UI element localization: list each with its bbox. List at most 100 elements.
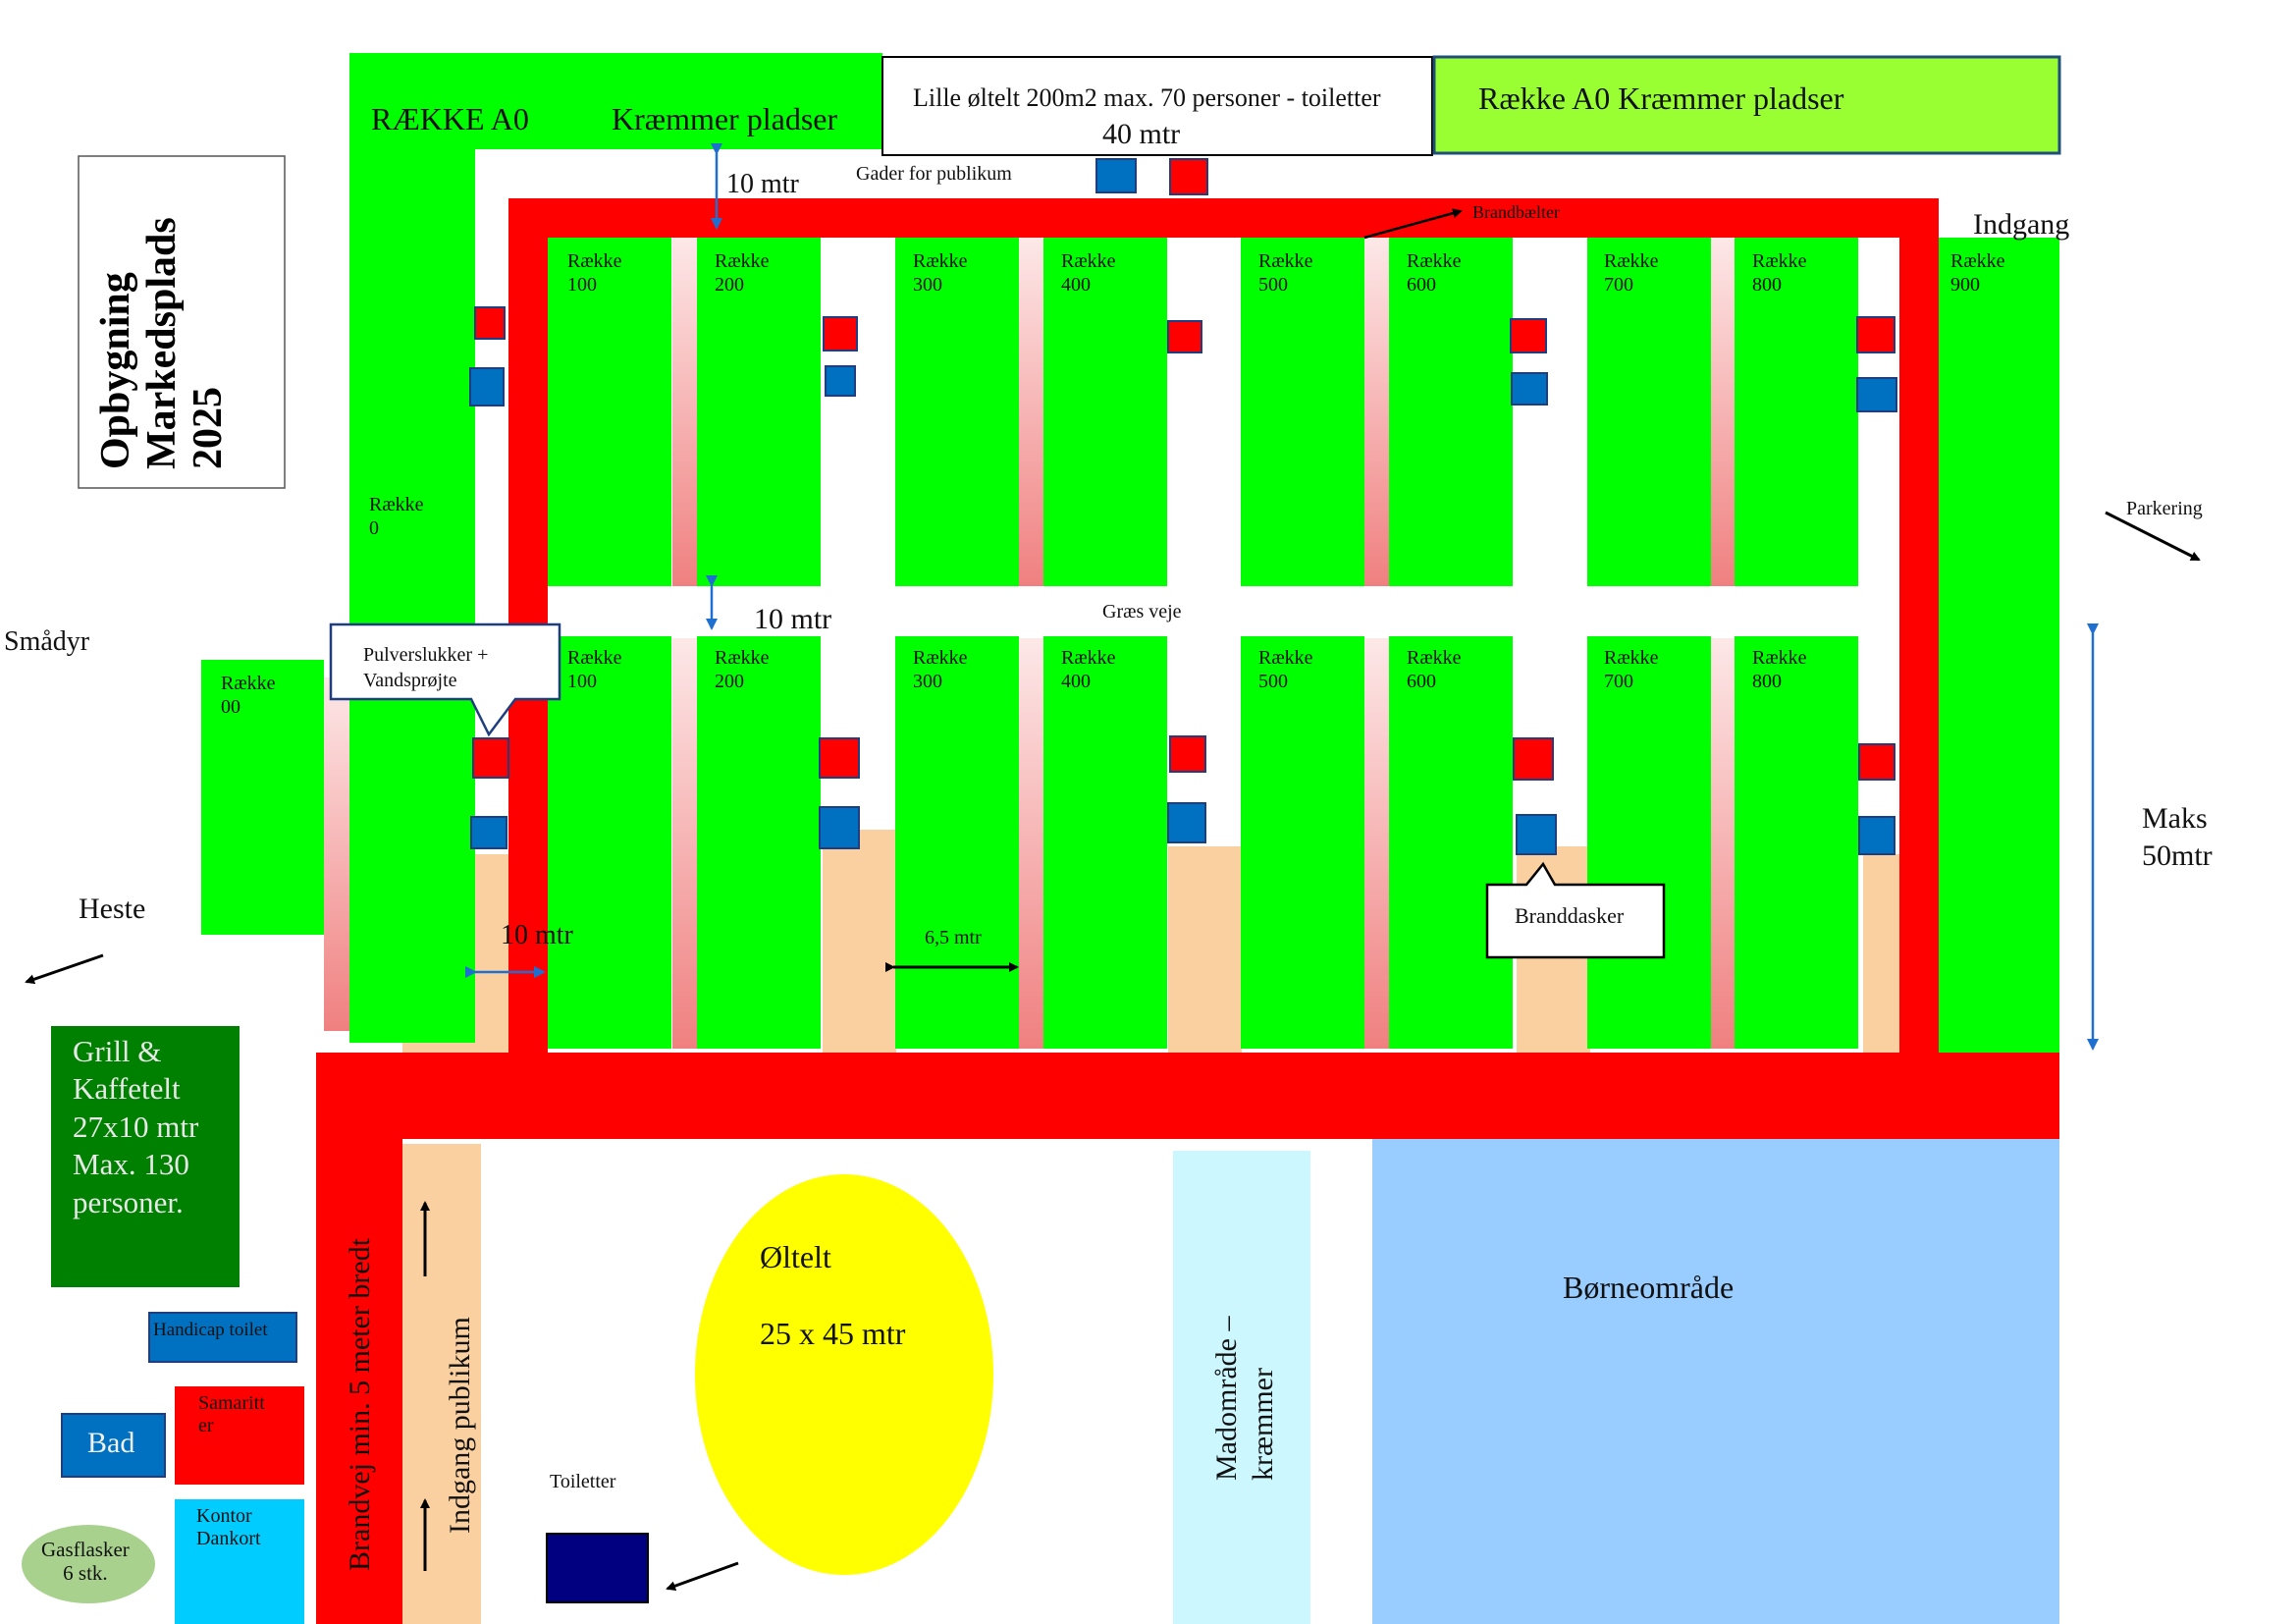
grill-label: Grill & Kaffetelt 27x10 mtr Max. 130 per… <box>73 1034 199 1219</box>
a0-kraemmer-label: Række A0 Kræmmer pladser <box>1478 81 1844 116</box>
pulverslukker-callout <box>329 623 561 737</box>
blue-marker <box>1095 158 1137 193</box>
branddasker-callout <box>1485 861 1666 959</box>
raekke-a0-label: RÆKKE A0 <box>371 101 529 136</box>
maks-label: Maks <box>2142 802 2208 835</box>
blue-marker <box>1516 814 1557 855</box>
stall-bottom-100 <box>548 636 671 1049</box>
red-marker <box>823 316 858 352</box>
title-line-3: 2025 <box>186 387 232 469</box>
indgang-publikum-label: Indgang publikum <box>444 1317 476 1534</box>
grill-box <box>51 1026 240 1287</box>
pink-aisle <box>1019 638 1043 1049</box>
blue-marker <box>1858 816 1896 855</box>
row-label-0: Række 0 <box>369 494 424 539</box>
red-marker <box>1856 316 1896 353</box>
blue-marker <box>819 806 860 849</box>
brandbaelter-arrow <box>1363 208 1463 240</box>
brandbaelter-label: Brandbælter <box>1472 202 1560 222</box>
row-label-top-700: Række 700 <box>1604 250 1659 296</box>
madomraade-box <box>1173 1151 1310 1624</box>
forty-mtr-label: 40 mtr <box>1102 118 1181 150</box>
stall-bottom-200 <box>697 636 821 1049</box>
title-line-2: Markedsplads <box>139 217 186 469</box>
heste-label: Heste <box>79 893 146 925</box>
toilet-box <box>546 1533 649 1603</box>
title-line-1: Opbygning <box>93 272 138 469</box>
stall-bottom-300 <box>895 636 1019 1049</box>
row-label-bottom-800: Række 800 <box>1752 647 1807 692</box>
row-label-top-600: Række 600 <box>1407 250 1462 296</box>
pulverslukker-label: Pulverslukker + <box>363 644 489 666</box>
blue-marker <box>469 367 505 406</box>
handicap-box <box>148 1312 297 1363</box>
row-label-top-500: Række 500 <box>1258 250 1313 296</box>
peach-path-5 <box>1863 854 1904 1060</box>
pink-aisle <box>672 238 697 586</box>
blue-marker <box>825 365 856 397</box>
borneomraade-label: Børneområde <box>1563 1270 1735 1305</box>
toilet-arrow <box>666 1561 739 1591</box>
blue-marker <box>1856 377 1897 412</box>
stall-top-200 <box>697 238 821 586</box>
raekke-a0-left <box>349 53 475 1043</box>
row-label-900: Række 900 <box>1950 250 2005 296</box>
kontor-box <box>175 1499 304 1624</box>
ten-mtr-mid-label: 10 mtr <box>754 603 832 635</box>
gader-label: Gader for publikum <box>856 163 1012 185</box>
lille-oltelt-label: Lille øltelt 200m2 max. 70 personer - to… <box>913 83 1381 112</box>
row-label-bottom-300: Række 300 <box>913 647 968 692</box>
pink-aisle <box>672 638 697 1049</box>
raekke-00-block <box>201 660 324 935</box>
fifty-mtr-label: 50mtr <box>2142 839 2213 872</box>
row-label-top-100: Række 100 <box>567 250 622 296</box>
title-box <box>78 155 286 489</box>
fire-lane-west <box>316 1053 402 1624</box>
row-label-bottom-600: Række 600 <box>1407 647 1462 692</box>
stall-bottom-400 <box>1043 636 1167 1049</box>
graes-veje-label: Græs veje <box>1102 601 1182 623</box>
row-label-top-400: Række 400 <box>1061 250 1116 296</box>
bad-label: Bad <box>87 1427 135 1459</box>
handicap-label: Handicap toilet <box>153 1320 268 1340</box>
blue-marker <box>470 816 507 849</box>
borneomraade-box <box>1372 1139 2059 1624</box>
smaadyr-label: Smådyr <box>4 626 90 657</box>
madomraade-label: Madområde – kræmmer <box>1209 1317 1281 1481</box>
brandvej-label: Brandvej min. 5 meter bredt <box>344 1237 376 1571</box>
oltelt-size-label: 25 x 45 mtr <box>760 1316 906 1351</box>
heste-arrow <box>25 953 104 985</box>
fire-lane-bottom <box>316 1053 2059 1139</box>
stall-top-400 <box>1043 238 1167 586</box>
red-marker <box>472 737 509 779</box>
kraemmer-pladser-label: Kræmmer pladser <box>612 101 838 136</box>
stall-top-800 <box>1735 238 1858 586</box>
stall-900 <box>1939 238 2059 1053</box>
stall-top-600 <box>1389 238 1513 586</box>
red-marker <box>1510 318 1547 353</box>
madomraade-line-2: kræmmer <box>1246 1368 1279 1481</box>
row-label-top-800: Række 800 <box>1752 250 1807 296</box>
pink-aisle <box>1710 638 1735 1049</box>
vandsproejte-label: Vandsprøjte <box>363 670 457 691</box>
row-label-top-300: Række 300 <box>913 250 968 296</box>
peach-path-3 <box>1168 846 1242 1060</box>
stall-bottom-700 <box>1587 636 1711 1049</box>
parkering-label: Parkering <box>2126 498 2203 519</box>
fire-extinguisher-markers <box>469 158 1897 855</box>
stall-bottom-600 <box>1389 636 1513 1049</box>
row-label-top-200: Række 200 <box>715 250 770 296</box>
branddasker-label: Branddasker <box>1515 903 1625 928</box>
blue-marker <box>1511 372 1548 406</box>
oltelt-label: Øltelt <box>760 1239 831 1274</box>
gasflasker-label: Gasflasker 6 stk. <box>41 1538 130 1586</box>
stall-top-100 <box>548 238 671 586</box>
row-label-bottom-100: Række 100 <box>567 647 622 692</box>
pink-aisle <box>1019 238 1043 586</box>
ten-mtr-bottom-label: 10 mtr <box>501 920 573 950</box>
red-marker <box>1513 737 1554 781</box>
pink-aisle <box>1364 238 1389 586</box>
red-marker <box>1169 735 1206 773</box>
